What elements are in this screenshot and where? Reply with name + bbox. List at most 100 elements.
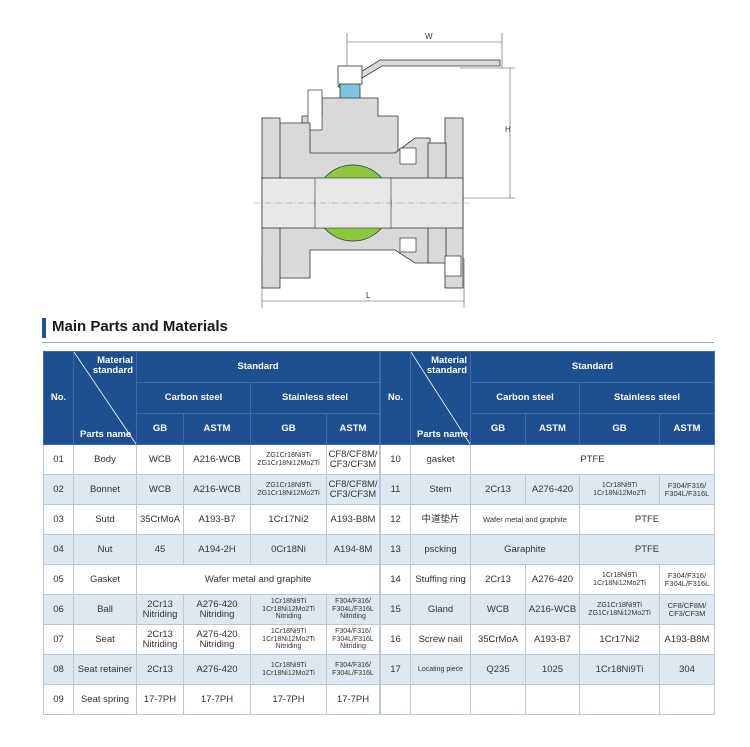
cell-cs-astm: A216-WCB: [525, 594, 580, 625]
row-part: gasket: [410, 444, 471, 475]
cell-cs-merged: Garaphite: [470, 534, 580, 565]
cell-cs-astm: 17-7PH: [183, 684, 251, 715]
cell-ss-astm: F304/F316/ F304L/F316L Nitriding: [326, 624, 380, 655]
cell-ss-astm: CF8/CF8M/ CF3/CF3M: [326, 474, 380, 505]
dimension-l-label: L: [366, 291, 371, 300]
row-no: 06: [43, 594, 74, 625]
cell-ss-astm: A194-8M: [326, 534, 380, 565]
cell-ss-gb: 1Cr18Ni9Ti 1Cr18Ni12Mo2Ti Nitriding: [250, 594, 327, 625]
flange-foot: [444, 255, 462, 277]
row-part: Nut: [73, 534, 137, 565]
cell-cs-merged: Wafer metal and graphite: [470, 504, 580, 535]
row-part: Ball: [73, 594, 137, 625]
cell-cs-astm: A276-420: [183, 654, 251, 685]
cell-cs-astm: A216-WCB: [183, 444, 251, 475]
cell-ss-gb: 1Cr17Ni2: [250, 504, 327, 535]
stem-top: [337, 65, 363, 85]
cell-ss-merged: PTFE: [579, 504, 715, 535]
table-row: 07 Seat 2Cr13 Nitriding A276-420 Nitridi…: [43, 624, 380, 655]
row-no: 07: [43, 624, 74, 655]
header-standard: Standard: [470, 351, 715, 383]
header-material-parts: Material standard Parts name: [73, 351, 137, 445]
row-part: Gland: [410, 594, 471, 625]
row-no: 03: [43, 504, 74, 535]
row-part: [410, 684, 471, 715]
bonnet-bolt: [307, 89, 323, 131]
table-row: 05 Gasket Wafer metal and graphite: [43, 564, 380, 595]
row-no: 13: [380, 534, 411, 565]
cell-cs-gb: WCB: [136, 444, 184, 475]
table-row: 02 Bonnet WCB A216-WCB ZG1Cr18Ni9Ti ZG1C…: [43, 474, 380, 505]
row-part: Bonnet: [73, 474, 137, 505]
table-row: 11 Stem 2Cr13 A276-420 1Cr18Ni9Ti 1Cr18N…: [380, 474, 715, 505]
section-divider: [42, 342, 714, 343]
header-cs-gb: GB: [470, 413, 526, 445]
dimension-h-label: H: [505, 125, 511, 134]
section-title: Main Parts and Materials: [52, 318, 228, 335]
header-no: No.: [380, 351, 411, 445]
header-standard: Standard: [136, 351, 380, 383]
row-no: 01: [43, 444, 74, 475]
cell-ss-gb: ZG1Cr18Ni9Ti ZG1Cr18Ni12Mo2Ti: [250, 444, 327, 475]
header-material-standard: Material standard: [426, 355, 467, 376]
row-no: 16: [380, 624, 411, 655]
row-part: Locating piece: [410, 654, 471, 685]
cell-ss-astm: CF8/CF8M/ CF3/CF3M: [326, 444, 380, 475]
cell-ss-astm: F304/F316/ F304L/F316L Nitriding: [326, 594, 380, 625]
row-part: Seat spring: [73, 684, 137, 715]
header-parts-name: Parts name: [80, 429, 132, 441]
row-part: Stem: [410, 474, 471, 505]
section-title-accent: [42, 318, 46, 338]
cell-ss-gb: 1Cr18Ni9Ti 1Cr18Ni12Mo2Ti Nitriding: [250, 624, 327, 655]
cell-ss-gb: 1Cr17Ni2: [579, 624, 660, 655]
cell-cs-astm: A276-420 Nitriding: [183, 624, 251, 655]
row-part: Sutd: [73, 504, 137, 535]
row-no: 15: [380, 594, 411, 625]
table-row: 04 Nut 45 A194-2H 0Cr18Ni A194-8M: [43, 534, 380, 565]
header-parts-name: Parts name: [417, 429, 469, 441]
table-row: 09 Seat spring 17-7PH 17-7PH 17-7PH 17-7…: [43, 684, 380, 715]
table-row: 08 Seat retainer 2Cr13 A276-420 1Cr18Ni9…: [43, 654, 380, 685]
side-bolt-top: [399, 147, 417, 165]
row-no: 02: [43, 474, 74, 505]
cell-ss-astm: A193-B8M: [659, 624, 715, 655]
cell-cs-gb: 17-7PH: [136, 684, 184, 715]
dimension-h: [460, 67, 515, 199]
row-part: Gasket: [73, 564, 137, 595]
cell-cs-astm: A216-WCB: [183, 474, 251, 505]
header-cs-astm: ASTM: [525, 413, 580, 445]
row-no: 14: [380, 564, 411, 595]
row-no: 10: [380, 444, 411, 475]
cell-ss-gb: 1Cr18Ni9Ti 1Cr18Ni12Mo2Ti: [579, 474, 660, 505]
cell-ss-astm: [659, 684, 715, 715]
side-bolt-bottom: [399, 237, 417, 253]
cell-cs-gb: Q235: [470, 654, 526, 685]
header-cs-astm: ASTM: [183, 413, 251, 445]
row-no: 12: [380, 504, 411, 535]
row-part: Stuffing ring: [410, 564, 471, 595]
header-cs-gb: GB: [136, 413, 184, 445]
section-header: Main Parts and Materials: [42, 316, 714, 346]
cell-cs-gb: WCB: [136, 474, 184, 505]
header-ss-gb: GB: [579, 413, 660, 445]
row-no: 11: [380, 474, 411, 505]
cell-cs-gb: 2Cr13 Nitriding: [136, 594, 184, 625]
cell-cs-astm: A193-B7: [183, 504, 251, 535]
header-stainless-steel: Stainless steel: [579, 382, 715, 414]
cell-ss-astm: A193-B8M: [326, 504, 380, 535]
cell-cs-gb: WCB: [470, 594, 526, 625]
dimension-w: [346, 33, 503, 68]
cell-cs-gb: [470, 684, 526, 715]
table-row: 16 Screw nail 35CrMoA A193-B7 1Cr17Ni2 A…: [380, 624, 715, 655]
row-part: 中道垫片: [410, 504, 471, 535]
parts-table-left: No. Material standard Parts name Standar…: [43, 351, 380, 715]
header-no: No.: [43, 351, 74, 445]
row-no: 09: [43, 684, 74, 715]
cell-cs-gb: 2Cr13: [470, 564, 526, 595]
table-row: [380, 684, 715, 715]
cell-cs-gb: 2Cr13 Nitriding: [136, 624, 184, 655]
cell-ss-gb: 17-7PH: [250, 684, 327, 715]
cell-ss-gb: ZG1Cr18Ni9Ti ZG1Cr18Ni12Mo2Ti: [250, 474, 327, 505]
table-row: 03 Sutd 35CrMoA A193-B7 1Cr17Ni2 A193-B8…: [43, 504, 380, 535]
cell-cs-gb: 45: [136, 534, 184, 565]
